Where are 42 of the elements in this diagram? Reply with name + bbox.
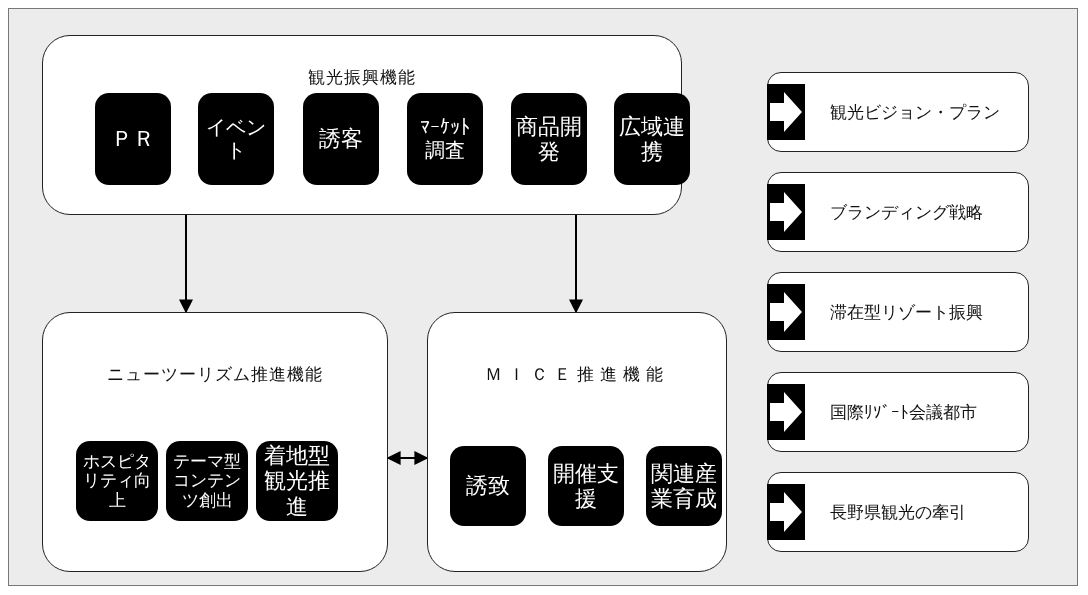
- box-label: テーマ型コンテンツ創出: [172, 451, 242, 511]
- box-label: 関連産業育成: [650, 460, 718, 512]
- arrow: [386, 451, 429, 465]
- box-label: 長野県観光の牽引: [830, 500, 966, 524]
- function-tile: [511, 93, 587, 185]
- function-box: [427, 312, 727, 572]
- function-tile: [407, 93, 483, 185]
- goal-box: [767, 372, 1029, 452]
- box-label: 商品開発: [515, 113, 583, 165]
- box-label: ブランディング戦略: [830, 200, 983, 224]
- box-label: ＰＲ: [110, 126, 156, 152]
- arrow: [179, 214, 193, 314]
- function-tile: [450, 446, 526, 526]
- box-heading: ＭＩＣＥ推進機能: [484, 363, 670, 386]
- box-label: ﾏｰｹｯﾄ調査: [419, 116, 471, 162]
- function-tile: [646, 446, 722, 526]
- function-tile: [548, 446, 624, 526]
- box-label: 観光ビジョン・プラン: [830, 100, 1000, 124]
- box-label: 開催支援: [552, 460, 620, 512]
- function-tile: [95, 93, 171, 185]
- function-tile: [256, 441, 338, 521]
- goal-box: [767, 72, 1029, 152]
- function-tile: [198, 93, 274, 185]
- box-label: 誘致: [465, 473, 511, 499]
- function-tile: [76, 441, 158, 521]
- goal-box: [767, 172, 1029, 252]
- function-tile: [166, 441, 248, 521]
- goal-box: [767, 472, 1029, 552]
- box-label: 国際ﾘｿﾞｰﾄ会議都市: [830, 400, 977, 424]
- box-label: 広域連携: [618, 113, 686, 165]
- box-label: 誘客: [318, 126, 364, 152]
- box-label: ホスピタリティ向上: [82, 451, 152, 511]
- arrow: [569, 214, 583, 314]
- function-tile: [303, 93, 379, 185]
- box-label: 滞在型リゾート振興: [830, 300, 983, 324]
- function-box: [42, 312, 388, 572]
- box-heading: 観光振興機能: [307, 66, 417, 89]
- function-tile: [614, 93, 690, 185]
- box-label: イベント: [205, 116, 267, 162]
- goal-box: [767, 272, 1029, 352]
- box-heading: ニューツーリズム推進機能: [106, 363, 324, 386]
- box-label: 着地型観光推進: [263, 443, 331, 519]
